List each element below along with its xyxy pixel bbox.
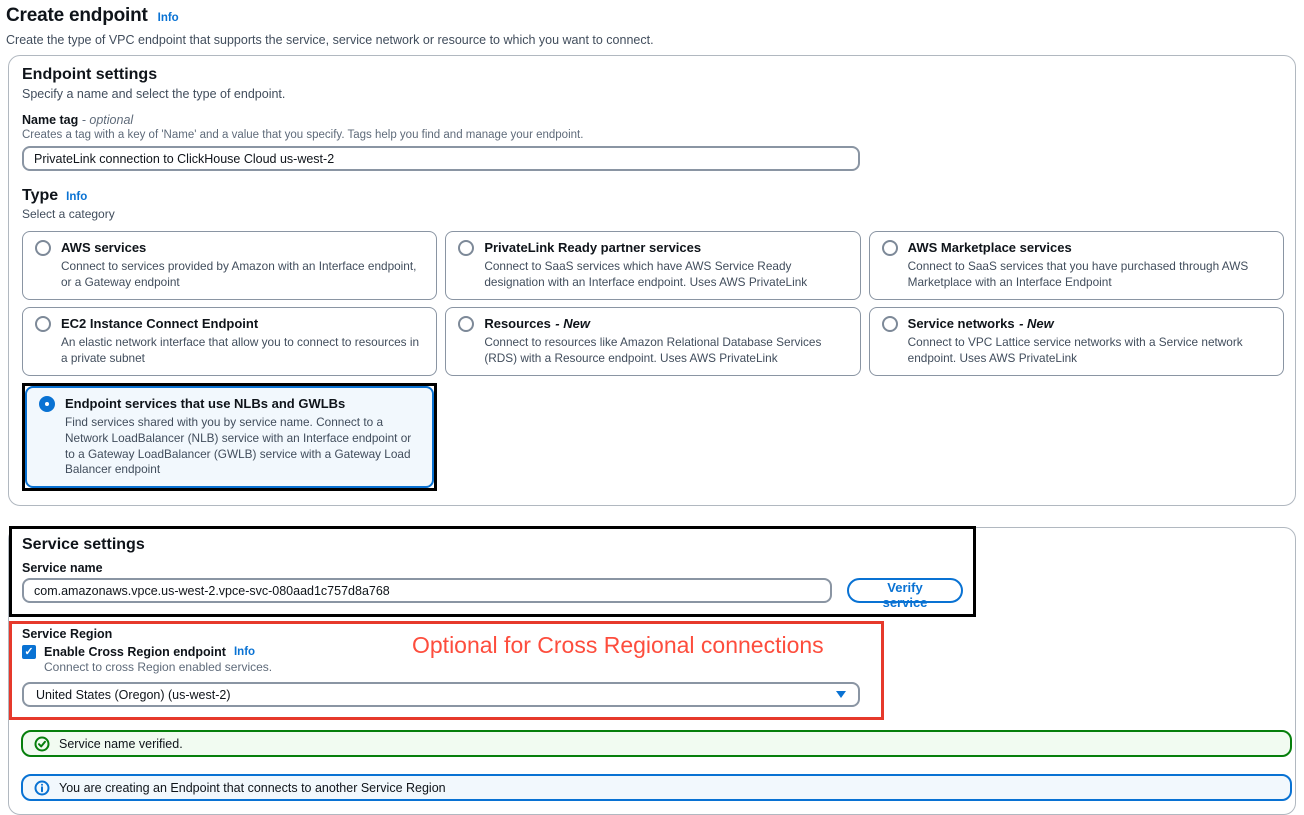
region-select[interactable]: United States (Oregon) (us-west-2) xyxy=(22,682,860,708)
page-title: Create endpoint xyxy=(6,5,148,26)
chevron-down-icon xyxy=(836,691,846,699)
service-settings-title: Service settings xyxy=(22,536,145,554)
name-tag-optional-label: - optional xyxy=(81,113,134,127)
page-header: Create endpoint Info Create the type of … xyxy=(0,0,1304,47)
info-circle-icon xyxy=(34,780,50,796)
info-alert-text: You are creating an Endpoint that connec… xyxy=(59,780,446,795)
type-option-aws-marketplace-services[interactable]: AWS Marketplace services Connect to SaaS… xyxy=(868,231,1284,300)
type-info-link[interactable]: Info xyxy=(66,191,88,203)
page-subtitle: Create the type of VPC endpoint that sup… xyxy=(6,33,654,47)
selected-option-annotation-box: Endpoint services that use NLBs and GWLB… xyxy=(22,382,438,492)
name-tag-label: Name tag - optional xyxy=(22,113,134,127)
service-region-label: Service Region xyxy=(22,627,113,642)
success-alert: Service name verified. xyxy=(21,730,1292,758)
type-title: Type xyxy=(22,187,59,204)
success-alert-text: Service name verified. xyxy=(59,736,183,751)
radio-icon[interactable] xyxy=(881,240,898,256)
cross-region-checkbox[interactable]: ✓ xyxy=(22,645,36,660)
radio-icon[interactable] xyxy=(881,315,898,332)
info-alert: You are creating an Endpoint that connec… xyxy=(21,774,1292,802)
type-option-resources[interactable]: Resources - New Connect to resources lik… xyxy=(445,306,861,376)
radio-icon[interactable] xyxy=(458,240,475,256)
name-tag-help: Creates a tag with a key of 'Name' and a… xyxy=(22,129,584,141)
type-description: Select a category xyxy=(22,207,115,221)
cross-region-info-link[interactable]: Info xyxy=(233,646,256,659)
cross-region-help: Connect to cross Region enabled services… xyxy=(44,660,273,675)
verify-service-button[interactable]: Verify service xyxy=(847,578,963,610)
endpoint-settings-card: Endpoint settings Specify a name and sel… xyxy=(8,55,1296,507)
service-settings-card: Service settings Service name Verify ser… xyxy=(8,526,1296,815)
type-option-endpoint-services-nlb-gwlb[interactable]: Endpoint services that use NLBs and GWLB… xyxy=(25,385,435,489)
type-option-ec2-instance-connect[interactable]: EC2 Instance Connect Endpoint An elastic… xyxy=(22,306,438,376)
service-region-annotation-box: Service Region ✓ Enable Cross Region end… xyxy=(9,621,884,721)
region-select-value: United States (Oregon) (us-west-2) xyxy=(36,687,231,702)
radio-icon[interactable] xyxy=(35,240,51,256)
service-name-label: Service name xyxy=(22,561,103,576)
cross-region-checkbox-label: Enable Cross Region endpoint xyxy=(44,645,226,660)
type-option-grid: AWS services Connect to services provide… xyxy=(22,231,1284,492)
radio-icon[interactable] xyxy=(35,315,51,332)
endpoint-settings-description: Specify a name and select the type of en… xyxy=(22,87,286,101)
type-option-aws-services[interactable]: AWS services Connect to services provide… xyxy=(22,231,438,300)
type-option-service-networks[interactable]: Service networks - New Connect to VPC La… xyxy=(868,306,1284,376)
name-tag-input[interactable] xyxy=(22,146,860,171)
page-info-link[interactable]: Info xyxy=(157,12,179,24)
check-circle-icon xyxy=(34,736,50,752)
type-option-privatelink-partner-services[interactable]: PrivateLink Ready partner services Conne… xyxy=(445,231,861,300)
red-annotation-text: Optional for Cross Regional connections xyxy=(412,632,824,659)
endpoint-settings-title: Endpoint settings xyxy=(22,66,158,83)
radio-icon[interactable] xyxy=(458,315,475,332)
service-name-input[interactable] xyxy=(22,578,833,604)
radio-checked-icon[interactable] xyxy=(39,395,55,412)
service-settings-annotation-box: Service settings Service name Verify ser… xyxy=(9,526,976,618)
